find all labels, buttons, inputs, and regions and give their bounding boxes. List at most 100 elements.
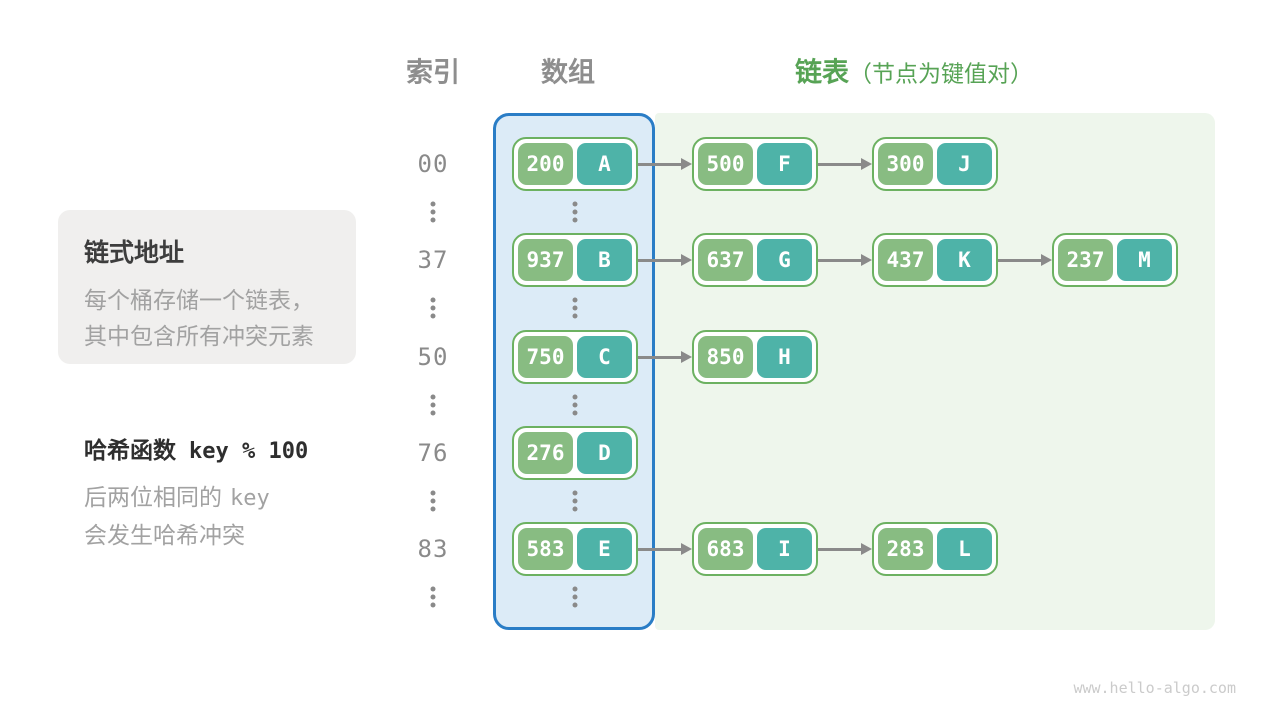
array-column-header: 数组 — [541, 57, 595, 88]
bucket-index-label: 50 — [417, 343, 449, 371]
ellipsis-dot — [572, 594, 578, 600]
node-key: 937 — [518, 239, 573, 281]
node-value: C — [577, 336, 632, 378]
index-ellipsis — [430, 490, 436, 512]
index-ellipsis — [430, 201, 436, 223]
ellipsis-dot — [430, 402, 436, 408]
array-ellipsis — [572, 394, 578, 416]
index-column-header: 索引 — [406, 57, 460, 88]
callout-title: 链式地址 — [84, 239, 185, 267]
ellipsis-dot — [430, 217, 436, 223]
ellipsis-dot — [430, 586, 436, 592]
ellipsis-dot — [572, 498, 578, 504]
callout-line-2: 其中包含所有冲突元素 — [84, 323, 314, 349]
hash-function-title-text: 哈希函数 — [84, 437, 176, 463]
ellipsis-dot — [430, 305, 436, 311]
next-pointer-arrow — [818, 157, 872, 170]
ellipsis-dot — [430, 201, 436, 207]
index-ellipsis — [430, 586, 436, 608]
node-key: 300 — [878, 143, 933, 185]
next-pointer-arrow — [638, 542, 692, 555]
ellipsis-dot — [572, 602, 578, 608]
next-pointer-arrow — [638, 350, 692, 363]
ellipsis-dot — [572, 297, 578, 303]
chaining-callout: 链式地址 每个桶存储一个链表， 其中包含所有冲突元素 — [58, 210, 356, 364]
watermark: www.hello-algo.com — [1073, 679, 1236, 697]
array-ellipsis — [572, 201, 578, 223]
array-ellipsis — [572, 490, 578, 512]
ellipsis-dot — [430, 410, 436, 416]
array-ellipsis — [572, 586, 578, 608]
node-value: F — [757, 143, 812, 185]
ellipsis-dot — [430, 506, 436, 512]
node-key: 237 — [1058, 239, 1113, 281]
hash-note-line-2: 会发生哈希冲突 — [84, 522, 245, 548]
node-value: B — [577, 239, 632, 281]
bucket-index-label: 00 — [417, 150, 449, 178]
node-value: G — [757, 239, 812, 281]
ellipsis-dot — [572, 394, 578, 400]
node-key: 276 — [518, 432, 573, 474]
node-key: 200 — [518, 143, 573, 185]
ellipsis-dot — [572, 201, 578, 207]
list-header-note: （节点为键值对） — [849, 60, 1033, 87]
ellipsis-dot — [430, 209, 436, 215]
ellipsis-dot — [572, 313, 578, 319]
index-ellipsis — [430, 297, 436, 319]
ellipsis-dot — [572, 410, 578, 416]
next-pointer-arrow — [818, 542, 872, 555]
ellipsis-dot — [572, 217, 578, 223]
index-ellipsis — [430, 394, 436, 416]
ellipsis-dot — [430, 297, 436, 303]
ellipsis-dot — [572, 305, 578, 311]
bucket-index-label: 83 — [417, 535, 449, 563]
next-pointer-arrow — [818, 253, 872, 266]
callout-line-1: 每个桶存储一个链表， — [84, 287, 314, 313]
hash-function-formula: key % 100 — [189, 439, 309, 464]
next-pointer-arrow — [998, 253, 1052, 266]
ellipsis-dot — [430, 490, 436, 496]
node-key: 850 — [698, 336, 753, 378]
node-key: 283 — [878, 528, 933, 570]
ellipsis-dot — [572, 586, 578, 592]
ellipsis-dot — [430, 498, 436, 504]
list-header-label: 链表 — [795, 57, 849, 88]
node-value: A — [577, 143, 632, 185]
next-pointer-arrow — [638, 253, 692, 266]
node-key: 637 — [698, 239, 753, 281]
array-ellipsis — [572, 297, 578, 319]
bucket-index-label: 37 — [417, 246, 449, 274]
node-value: M — [1117, 239, 1172, 281]
hash-function-title: 哈希函数 key % 100 — [84, 431, 308, 465]
node-value: J — [937, 143, 992, 185]
node-value: K — [937, 239, 992, 281]
list-column-header: 链表（节点为键值对） — [795, 51, 1033, 90]
node-key: 750 — [518, 336, 573, 378]
node-key: 437 — [878, 239, 933, 281]
ellipsis-dot — [430, 394, 436, 400]
ellipsis-dot — [430, 594, 436, 600]
ellipsis-dot — [430, 313, 436, 319]
ellipsis-dot — [572, 490, 578, 496]
bucket-index-label: 76 — [417, 439, 449, 467]
node-key: 583 — [518, 528, 573, 570]
next-pointer-arrow — [638, 157, 692, 170]
ellipsis-dot — [572, 209, 578, 215]
ellipsis-dot — [430, 602, 436, 608]
node-value: I — [757, 528, 812, 570]
node-value: H — [757, 336, 812, 378]
node-value: D — [577, 432, 632, 474]
ellipsis-dot — [572, 506, 578, 512]
hash-note-line-1-code: key — [230, 486, 270, 511]
